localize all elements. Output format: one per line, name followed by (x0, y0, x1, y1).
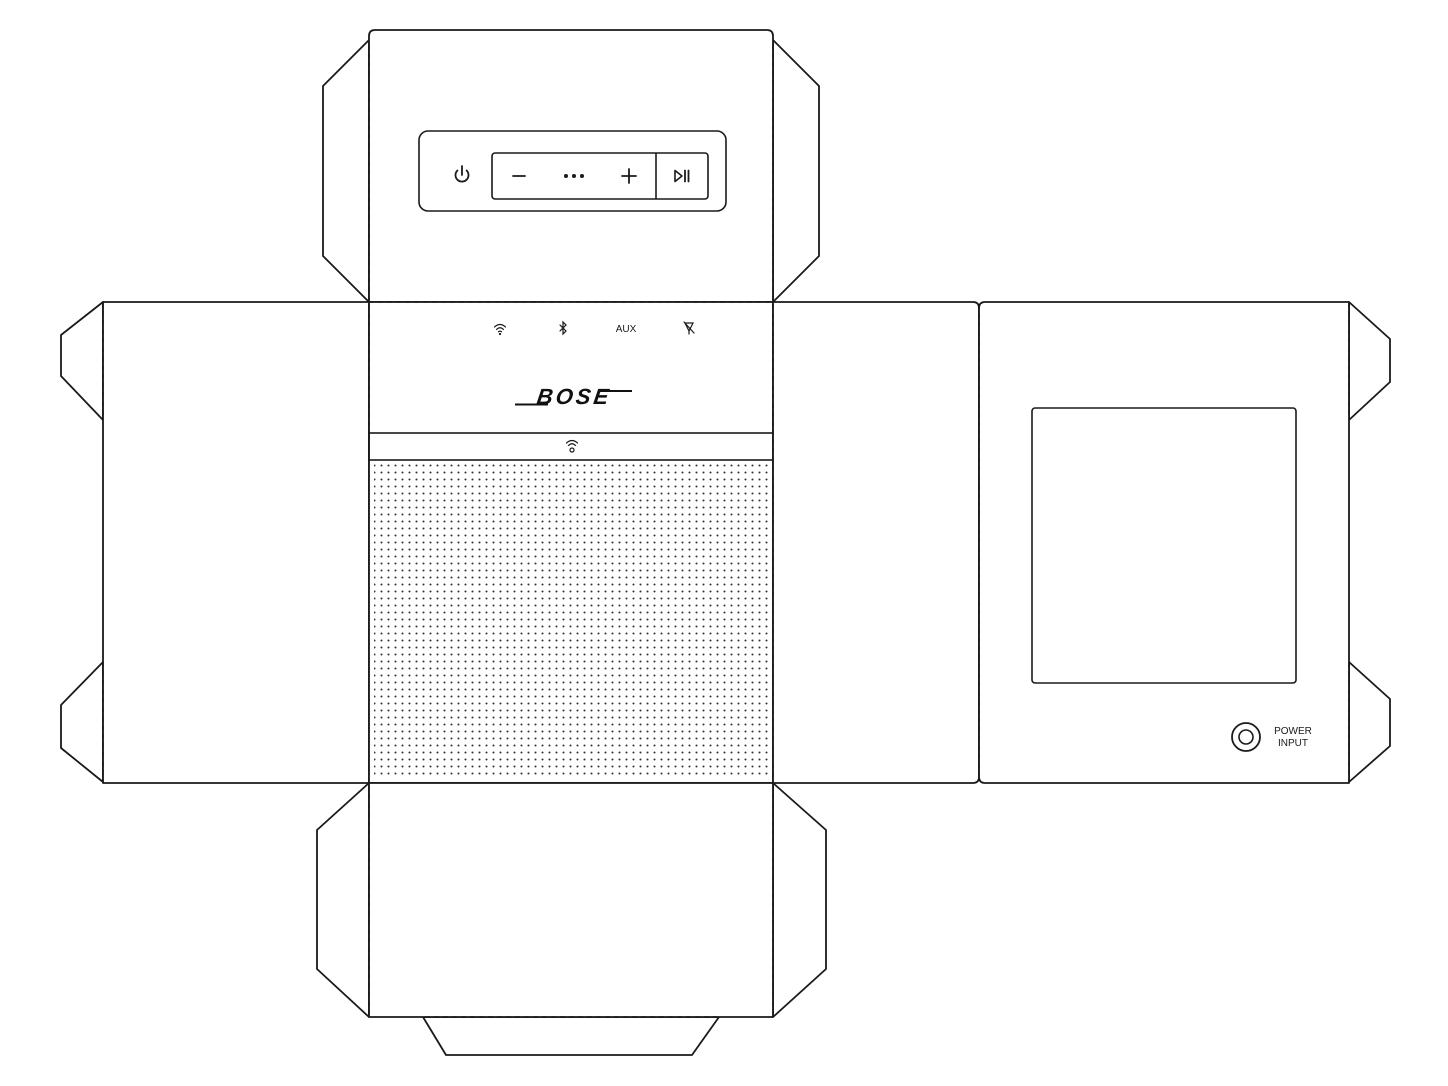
light-bar-wifi-icon (565, 439, 579, 453)
right-side-panel (772, 301, 980, 784)
control-bar (418, 130, 727, 212)
bluetooth-icon (559, 320, 567, 336)
aux-indicator: AUX (616, 324, 637, 335)
volume-down-button[interactable] (500, 156, 540, 196)
mic-off-icon (683, 321, 695, 335)
bottom-face-section (316, 782, 827, 1056)
left-side-panel (102, 301, 370, 784)
top-right-tab (772, 39, 820, 303)
bose-logo: BOSE (515, 384, 632, 409)
action-button[interactable] (552, 156, 596, 196)
more-dots-icon (564, 174, 584, 178)
wifi-icon (493, 323, 507, 336)
front-face-section: AUX BOSE (368, 301, 774, 784)
power-input-port: POWER INPUT (1231, 722, 1312, 752)
play-pause-icon (674, 169, 690, 183)
back-panel (978, 301, 1350, 784)
back-label-area (1031, 407, 1297, 684)
bottom-face (368, 782, 774, 1018)
volume-up-button[interactable] (608, 156, 650, 196)
power-input-label-line2: INPUT (1278, 738, 1308, 749)
top-left-tab (322, 39, 370, 303)
aux-icon: AUX (616, 324, 637, 335)
mic-off-indicator (683, 321, 695, 335)
bottom-right-tab (772, 782, 827, 1018)
bottom-end-tab (422, 1016, 720, 1056)
top-face-section (322, 29, 820, 303)
back-upper-tab (1348, 301, 1391, 421)
back-face-section: POWER INPUT (978, 301, 1391, 784)
play-pause-button[interactable] (660, 156, 704, 196)
power-button[interactable] (440, 156, 484, 196)
left-side-section (60, 301, 370, 784)
bluetooth-indicator (559, 320, 567, 336)
bottom-left-tab (316, 782, 370, 1018)
left-lower-tab (60, 661, 104, 783)
power-icon (454, 165, 470, 183)
left-upper-tab (60, 301, 104, 421)
svg-text:BOSE: BOSE (535, 384, 613, 409)
top-face (368, 29, 774, 303)
back-lower-tab (1348, 661, 1391, 783)
wifi-indicator (493, 323, 507, 336)
speaker-grille (374, 463, 768, 779)
right-side-section (772, 301, 980, 784)
power-input-label-line1: POWER (1274, 726, 1312, 737)
plus-icon (621, 168, 637, 184)
